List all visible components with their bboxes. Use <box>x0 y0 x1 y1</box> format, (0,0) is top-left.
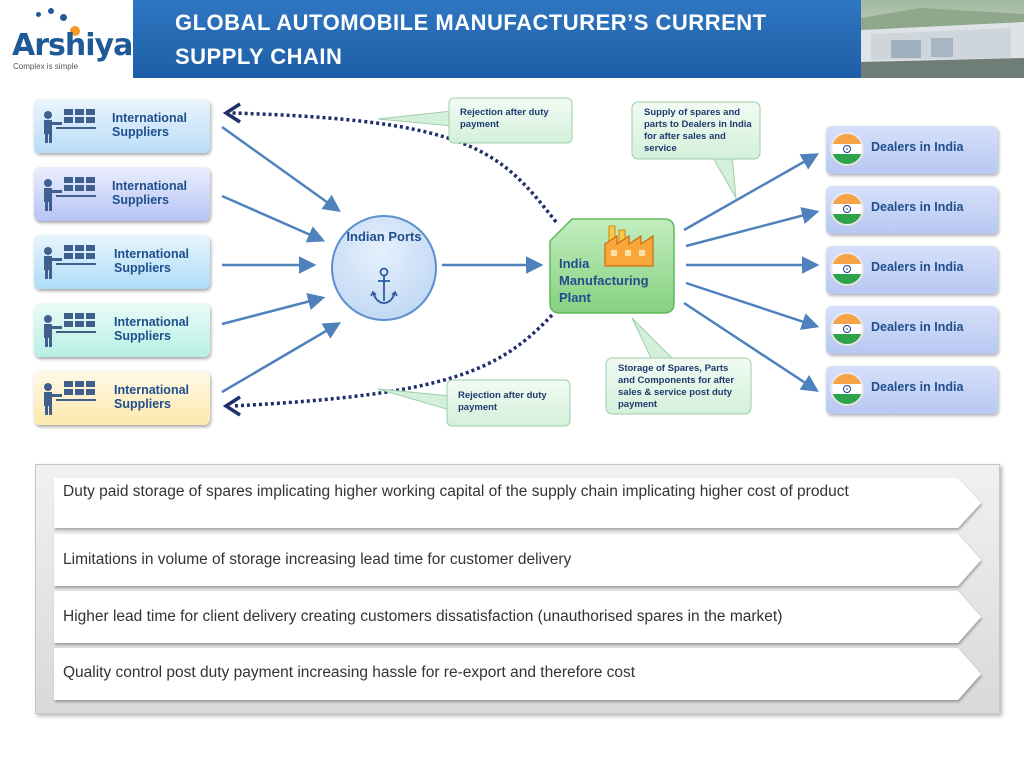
callout-supply-text: Supply of spares and parts to Dealers in… <box>644 107 752 154</box>
header-photo <box>861 0 1024 78</box>
supplier-label: International Suppliers <box>112 111 188 139</box>
dealer-label: Dealers in India <box>871 380 964 394</box>
supplier-box: International Suppliers <box>34 167 210 221</box>
warehouse-photo <box>861 8 1024 78</box>
impact-point: Quality control post duty payment increa… <box>63 664 636 681</box>
anchor-icon <box>370 267 398 304</box>
supplier-box: International Suppliers <box>34 303 210 357</box>
supplier-to-port-arrow <box>221 194 326 243</box>
dealer-box: Dealers in India <box>826 186 998 234</box>
logo <box>0 0 133 78</box>
plant-to-dealer-arrow <box>685 207 820 248</box>
callout-rejection-top-text: Rejection after duty payment <box>460 107 549 130</box>
callout-storage <box>605 317 752 415</box>
india-flag-icon <box>832 314 862 344</box>
supplier-box: International Suppliers <box>34 99 210 153</box>
supplier-label: International Suppliers <box>114 247 190 275</box>
india-flag-icon <box>832 134 862 164</box>
dealer-label: Dealers in India <box>871 140 964 154</box>
ports-label: Indian Ports <box>346 229 422 244</box>
plant-to-dealer-arrow <box>683 301 819 392</box>
supplier-icon <box>40 175 100 216</box>
callout-rejection-bottom-text: Rejection after duty payment <box>458 390 547 413</box>
supplier-box: International Suppliers <box>34 371 210 425</box>
impact-point: Higher lead time for client delivery cre… <box>63 608 783 625</box>
plant-label: India Manufacturing Plant <box>559 256 649 305</box>
impact-chevrons <box>54 478 981 700</box>
supplier-label: International Suppliers <box>114 315 190 343</box>
callout-rejection-top <box>377 97 573 144</box>
logo-dot <box>36 12 41 17</box>
supplier-box: International Suppliers <box>34 235 210 289</box>
impact-chevron <box>54 648 981 700</box>
supplier-label: International Suppliers <box>112 179 188 207</box>
logo-dot <box>70 26 80 36</box>
dealer-label: Dealers in India <box>871 260 964 274</box>
impact-point: Limitations in volume of storage increas… <box>63 551 572 568</box>
dealer-box: Dealers in India <box>826 306 998 354</box>
logo-dot <box>60 14 67 21</box>
logo-dot <box>48 8 54 14</box>
supplier-icon <box>40 243 100 284</box>
india-flag-icon <box>832 374 862 404</box>
logo-text: Arshiya <box>12 28 133 63</box>
rejection-return-arrow <box>231 313 554 408</box>
supplier-to-port-arrow <box>221 125 341 213</box>
supplier-icon <box>40 107 100 148</box>
dealer-label: Dealers in India <box>871 320 964 334</box>
callout-storage-text: Storage of Spares, Parts and Components … <box>618 363 735 410</box>
india-flag-icon <box>832 254 862 284</box>
india-flag-icon <box>832 194 862 224</box>
dealer-box: Dealers in India <box>826 366 998 414</box>
supplier-icon <box>40 379 100 420</box>
supplier-icon <box>40 311 100 352</box>
impact-chevron <box>54 534 981 586</box>
title-bar <box>133 0 861 78</box>
callout-rejection-bottom <box>377 379 571 427</box>
rejection-return-arrowhead <box>222 102 241 124</box>
supplier-to-port-arrow <box>221 322 342 394</box>
impact-chevron <box>54 478 981 528</box>
supplier-to-port-arrow <box>221 293 326 326</box>
rejection-return-arrowhead <box>222 395 241 417</box>
logo-tagline: Complex is simple <box>13 62 78 71</box>
plant-to-dealer-arrow <box>685 281 820 330</box>
callout-supply <box>631 101 761 199</box>
plant-to-dealer-arrow <box>683 153 820 232</box>
supplier-label: International Suppliers <box>114 383 190 411</box>
dealer-box: Dealers in India <box>826 126 998 174</box>
impact-point: Duty paid storage of spares implicating … <box>63 483 849 500</box>
factory-icon <box>604 225 654 267</box>
page-title: GLOBAL AUTOMOBILE MANUFACTURER’S CURRENT… <box>175 10 767 69</box>
dealer-box: Dealers in India <box>826 246 998 294</box>
dealer-label: Dealers in India <box>871 200 964 214</box>
impact-chevron <box>54 591 981 643</box>
